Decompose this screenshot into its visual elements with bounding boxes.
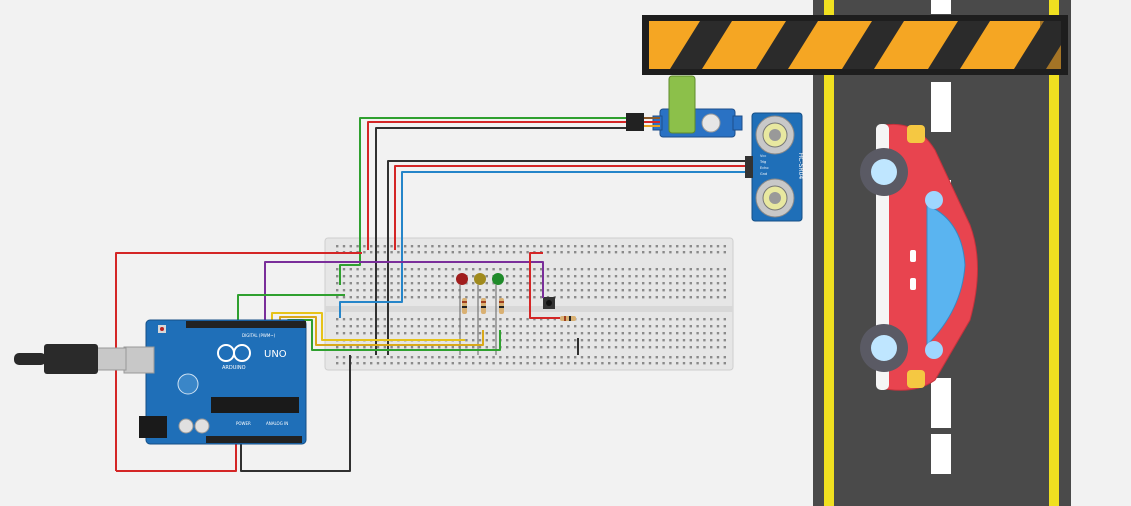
servo-motor[interactable] — [626, 75, 743, 138]
wire-red[interactable] — [367, 121, 626, 250]
wires — [115, 117, 745, 472]
led-green[interactable] — [492, 273, 504, 355]
barrier-stripes — [649, 21, 1061, 69]
sensor-pin-label: Echo — [760, 166, 769, 170]
breadboard-holes — [336, 245, 726, 365]
wire-red[interactable] — [116, 440, 237, 472]
barrier-gate[interactable] — [642, 15, 1076, 75]
power-jack[interactable] — [139, 416, 167, 438]
ultrasonic-sensor[interactable]: HC-SR04 Vcc Trig Echo Gnd — [745, 112, 804, 222]
arduino-model-label: UNO — [264, 349, 287, 360]
digital-pins-label: DIGITAL (PWM~) — [242, 333, 276, 338]
led-yellow[interactable] — [474, 273, 486, 355]
car-door-handle — [910, 250, 916, 262]
car-windshield — [926, 204, 966, 347]
usb-cable[interactable] — [14, 344, 127, 374]
usb-port[interactable] — [123, 346, 155, 374]
resistor[interactable] — [499, 298, 504, 314]
capacitor — [194, 418, 210, 434]
car-door-handle — [910, 278, 916, 290]
wire-green[interactable] — [339, 117, 626, 285]
wire-blue[interactable] — [339, 171, 745, 318]
wire-purple[interactable] — [264, 261, 544, 322]
car-mirror — [925, 191, 943, 209]
servo-arm[interactable] — [668, 75, 696, 134]
usb-plug — [95, 347, 127, 371]
sensor-pin-label: Gnd — [760, 172, 767, 176]
wire-yellow[interactable] — [271, 312, 465, 341]
wire-black[interactable] — [375, 127, 626, 355]
power-pins-label: POWER — [236, 421, 251, 426]
wire-black[interactable] — [387, 160, 745, 355]
sensor-header-pins — [745, 156, 753, 178]
resistor[interactable] — [560, 316, 576, 321]
usb-plug-housing — [44, 344, 98, 374]
arduino-uno-board[interactable]: UNO ARDUINO DIGITAL (PWM~) POWER ANALOG … — [123, 319, 307, 445]
car-mirror — [925, 341, 943, 359]
wire-red[interactable] — [529, 268, 560, 319]
road — [813, 0, 1071, 506]
arduino-wordmark: ARDUINO — [222, 365, 246, 371]
road-right-edge-line — [1049, 0, 1059, 506]
resistor[interactable] — [481, 298, 486, 314]
sensor-pin-label: Trig — [759, 160, 766, 164]
led-red[interactable] — [456, 273, 468, 355]
servo-shaft — [701, 113, 721, 133]
analog-pins-label: ANALOG IN — [266, 421, 288, 426]
wire-yellow[interactable] — [279, 316, 484, 346]
wire-red[interactable] — [115, 252, 362, 471]
sensor-model-label: HC-SR04 — [797, 153, 804, 180]
wire-red[interactable] — [529, 252, 543, 268]
road-center-dash — [931, 378, 951, 428]
wire-red[interactable] — [394, 165, 745, 250]
servo-connector — [626, 113, 644, 131]
road-center-dash — [931, 434, 951, 474]
wire-green[interactable] — [237, 294, 345, 322]
car-headlight — [907, 370, 925, 388]
car-headlight — [907, 125, 925, 143]
microcontroller-chip — [211, 397, 299, 413]
car — [860, 123, 978, 391]
power-analog-header — [206, 436, 302, 443]
push-button[interactable] — [543, 297, 555, 309]
road-center-dash — [931, 82, 951, 132]
digital-header — [186, 321, 306, 328]
servo-mount-right — [732, 115, 743, 131]
capacitor — [178, 418, 194, 434]
resistor[interactable] — [462, 298, 467, 314]
usb-cable-cord — [14, 353, 46, 365]
road-left-edge-line — [824, 0, 834, 506]
road-center-dash — [931, 0, 951, 14]
wire-black[interactable] — [240, 355, 351, 472]
sensor-pin-label: Vcc — [760, 154, 766, 158]
capacitor — [177, 373, 199, 395]
